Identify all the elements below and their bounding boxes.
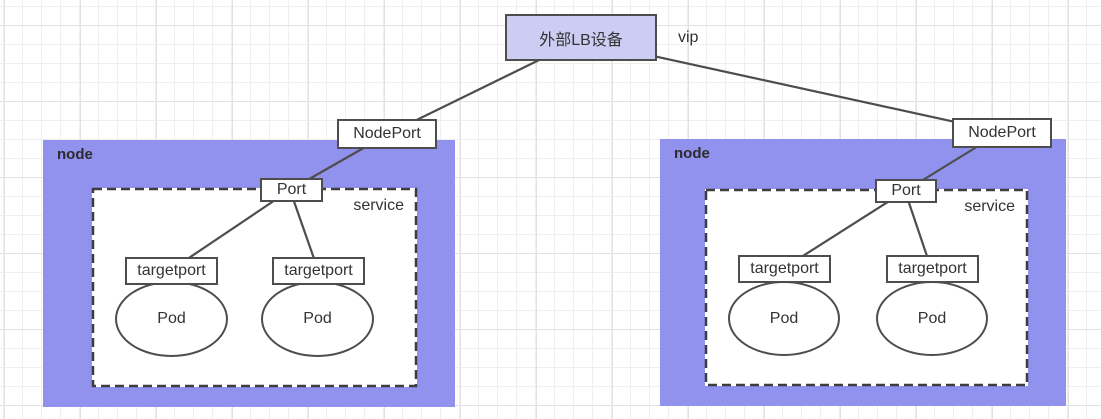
node-label: node [57, 146, 93, 163]
targetport-label: targetport [137, 262, 206, 279]
external-lb-box: 外部LB设备 [505, 14, 657, 61]
targetport-box: targetport [272, 257, 365, 285]
service-label: service [964, 198, 1015, 215]
port-label: Port [276, 181, 307, 198]
nodeport-box: NodePort [337, 119, 437, 149]
vip-label: vip [678, 29, 699, 46]
pod-label: Pod [917, 309, 947, 327]
nodeport-label: NodePort [353, 125, 421, 142]
targetport-label: targetport [284, 262, 353, 279]
port-box: Port [875, 179, 937, 203]
pod-label: Pod [157, 310, 186, 327]
port-box: Port [260, 178, 323, 202]
pod-ellipse: Pod [876, 281, 988, 356]
targetport-box: targetport [738, 255, 831, 283]
targetport-box: targetport [125, 257, 218, 285]
targetport-label: targetport [898, 260, 967, 277]
pod-label: Pod [769, 309, 799, 327]
pod-ellipse: Pod [261, 281, 374, 357]
nodeport-label: NodePort [968, 124, 1036, 141]
port-label: Port [891, 182, 921, 199]
external-lb-label: 外部LB设备 [539, 31, 623, 49]
targetport-box: targetport [886, 255, 979, 283]
service-label: service [353, 197, 404, 214]
pod-label: Pod [303, 310, 332, 327]
nodeport-box: NodePort [952, 118, 1052, 148]
targetport-label: targetport [750, 260, 819, 277]
pod-ellipse: Pod [115, 281, 228, 357]
node-label: node [674, 145, 710, 162]
pod-ellipse: Pod [728, 281, 840, 356]
